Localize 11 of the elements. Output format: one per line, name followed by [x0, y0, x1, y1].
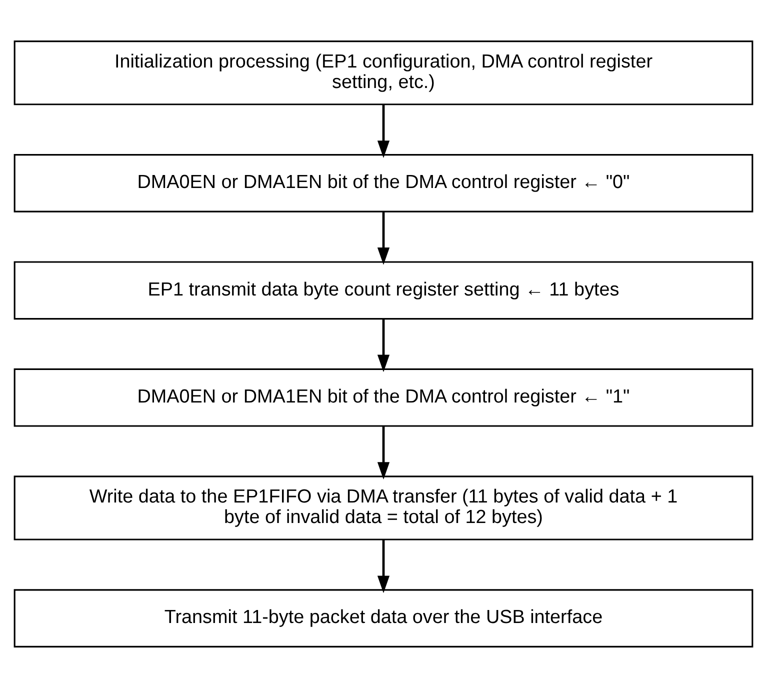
arrow	[377, 104, 390, 158]
arrow	[377, 540, 390, 594]
node-box: Write data to the EP1FIFO via DMA transfer (11 bytes of valid data + 1 byte of invalid data = total of 12 bytes)	[14, 476, 754, 540]
arrow	[377, 426, 390, 480]
node-box: Transmit 11-byte packet data over the USB interface	[14, 589, 754, 648]
arrow	[377, 212, 390, 265]
node-box: EP1 transmit data byte count register setting ← 11 bytes	[14, 261, 754, 320]
node-box: DMA0EN or DMA1EN bit of the DMA control register ← "0"	[14, 154, 754, 212]
arrow	[377, 319, 390, 372]
node-box: DMA0EN or DMA1EN bit of the DMA control register ← "1"	[14, 368, 754, 427]
node-box: Initialization processing (EP1 configuration, DMA control register setting, etc.)	[14, 40, 754, 106]
